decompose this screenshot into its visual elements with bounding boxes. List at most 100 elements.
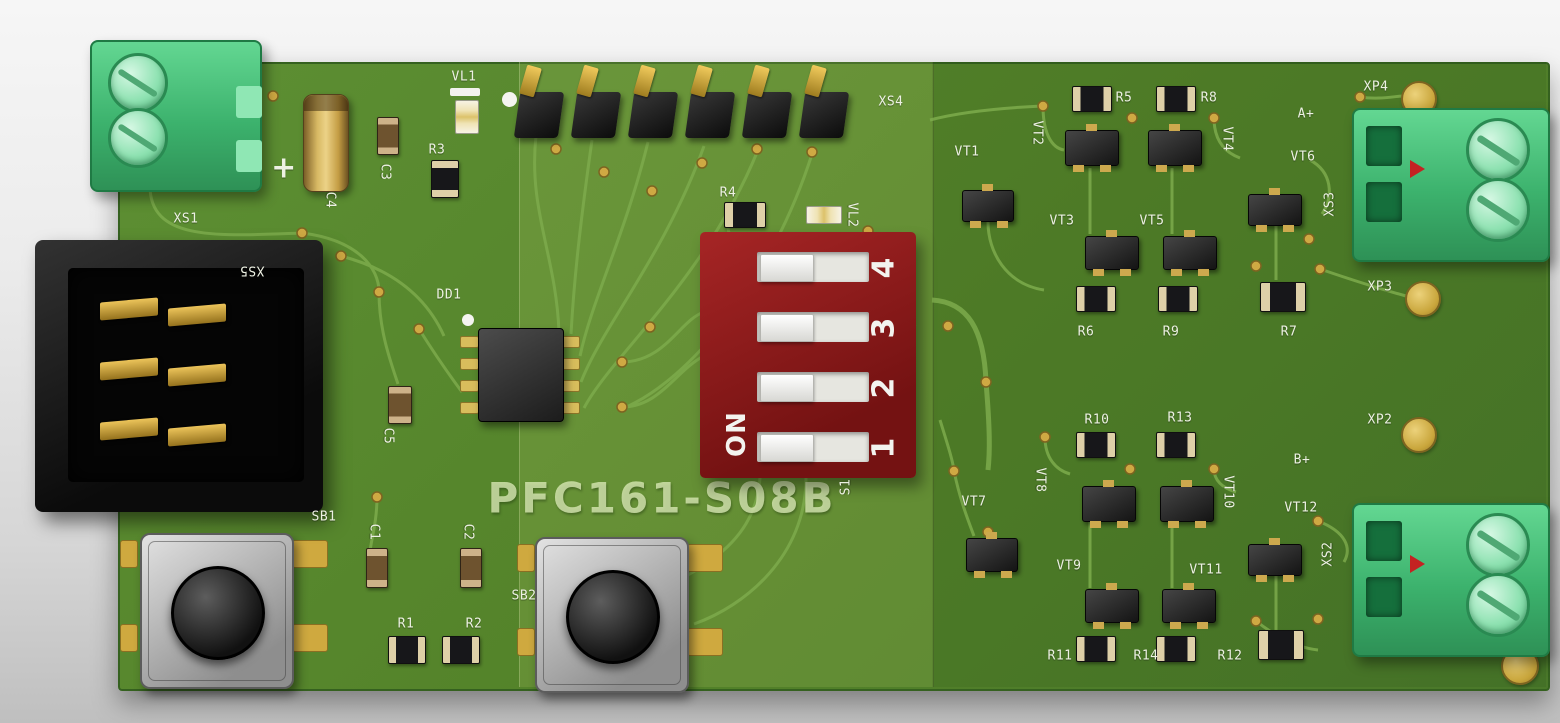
resistor-r13 [1156,432,1196,458]
xs3-label: XS3 [1322,191,1338,217]
dip-slot-4 [757,252,869,282]
testpoint-xp3 [1405,281,1441,317]
net-b-label: B+ [1293,452,1311,468]
r13-label: R13 [1167,410,1193,426]
header-body [627,92,679,138]
resistor-r8 [1156,86,1196,112]
transistor-vt5 [1163,230,1217,276]
wire-slot [1366,577,1402,617]
resistor-r11 [1076,636,1116,662]
r4-label: R4 [719,185,737,201]
arrow-marker-icon [1410,555,1425,573]
solder-pad [687,544,723,572]
r11-label: R11 [1047,648,1073,664]
transistor-vt10 [1160,480,1214,528]
capacitor-c5 [388,386,412,424]
dip-actuator-3 [760,314,814,342]
chip-pin [460,336,479,348]
idc-connector-xs5 [35,240,323,512]
dd1-label: DD1 [436,287,462,303]
resistor-r1 [388,636,426,664]
pushbutton-sb2-cap [566,570,660,664]
resistor-r6 [1076,286,1116,312]
dip-slot-2 [757,372,869,402]
solder-pad [292,540,328,568]
vt1-label: VT1 [954,144,980,160]
resistor-r12 [1258,630,1304,660]
transistor-vt6 [1248,188,1302,232]
vt6-label: VT6 [1290,149,1316,165]
resistor-r9 [1158,286,1198,312]
r9-label: R9 [1162,324,1180,340]
vt7-label: VT7 [961,494,987,510]
vt8-label: VT8 [1032,467,1048,493]
header-body [741,92,793,138]
screw-terminal [108,108,168,168]
vt9-label: VT9 [1056,558,1082,574]
wire-slot [1366,182,1402,222]
r3-label: R3 [428,142,446,158]
xs2-label: XS2 [1320,541,1336,567]
r8-label: R8 [1200,90,1218,106]
solder-pad [517,628,535,656]
net-a-label: A+ [1297,106,1315,122]
vt12-label: VT12 [1284,500,1318,516]
dip-number-1: 1 [866,437,902,459]
dip-actuator-2 [760,374,814,402]
xs5-label: XS5 [239,262,265,278]
header-body [798,92,850,138]
r6-label: R6 [1077,324,1095,340]
capacitor-c4 [303,94,349,192]
dip-actuator-1 [760,434,814,462]
capacitor-c2 [460,548,482,588]
led-vl2 [806,206,842,224]
arrow-marker-icon [1410,160,1425,178]
solder-pad [120,624,138,652]
transistor-vt12 [1248,538,1302,582]
resistor-r5 [1072,86,1112,112]
xp2-label: XP2 [1367,412,1393,428]
white-dot-marker [502,92,517,107]
solder-pad [292,624,328,652]
vt3-label: VT3 [1049,213,1075,229]
transistor-vt9 [1085,583,1139,629]
screw-terminal [1466,513,1530,577]
terminal-tab [236,140,262,172]
soic-chip-dd1 [478,328,564,422]
c3-label: C3 [377,163,393,181]
resistor-r2 [442,636,480,664]
transistor-vt1 [962,184,1014,228]
transistor-vt2 [1065,124,1119,172]
resistor-r10 [1076,432,1116,458]
vl1-silkscreen-bar [450,88,480,96]
r14-label: R14 [1133,648,1159,664]
vl2-label: VL2 [844,202,860,228]
vl1-label: VL1 [451,69,477,85]
header-body [684,92,736,138]
capacitor-c3 [377,117,399,155]
r10-label: R10 [1084,412,1110,428]
r2-label: R2 [465,616,483,632]
terminal-block-xs2 [1352,503,1550,657]
xp3-label: XP3 [1367,279,1393,295]
screw-terminal [1466,118,1530,182]
transistor-vt8 [1082,480,1136,528]
transistor-vt11 [1162,583,1216,629]
vt10-label: VT10 [1220,475,1236,509]
xs4-label: XS4 [878,94,904,110]
dip-actuator-4 [760,254,814,282]
white-dot-marker [462,314,474,326]
dip-number-2: 2 [866,377,902,399]
screw-terminal [1466,573,1530,637]
transistor-vt3 [1085,230,1139,276]
terminal-block-xs1 [90,40,262,192]
solder-pad [120,540,138,568]
c5-label: C5 [380,427,396,445]
testpoint-xp2 [1401,417,1437,453]
dip-switch-s1: ON 4 3 2 1 [700,232,916,478]
resistor-r7 [1260,282,1306,312]
resistor-r4 [724,202,766,228]
screw-terminal [1466,178,1530,242]
chip-pin [460,402,479,414]
